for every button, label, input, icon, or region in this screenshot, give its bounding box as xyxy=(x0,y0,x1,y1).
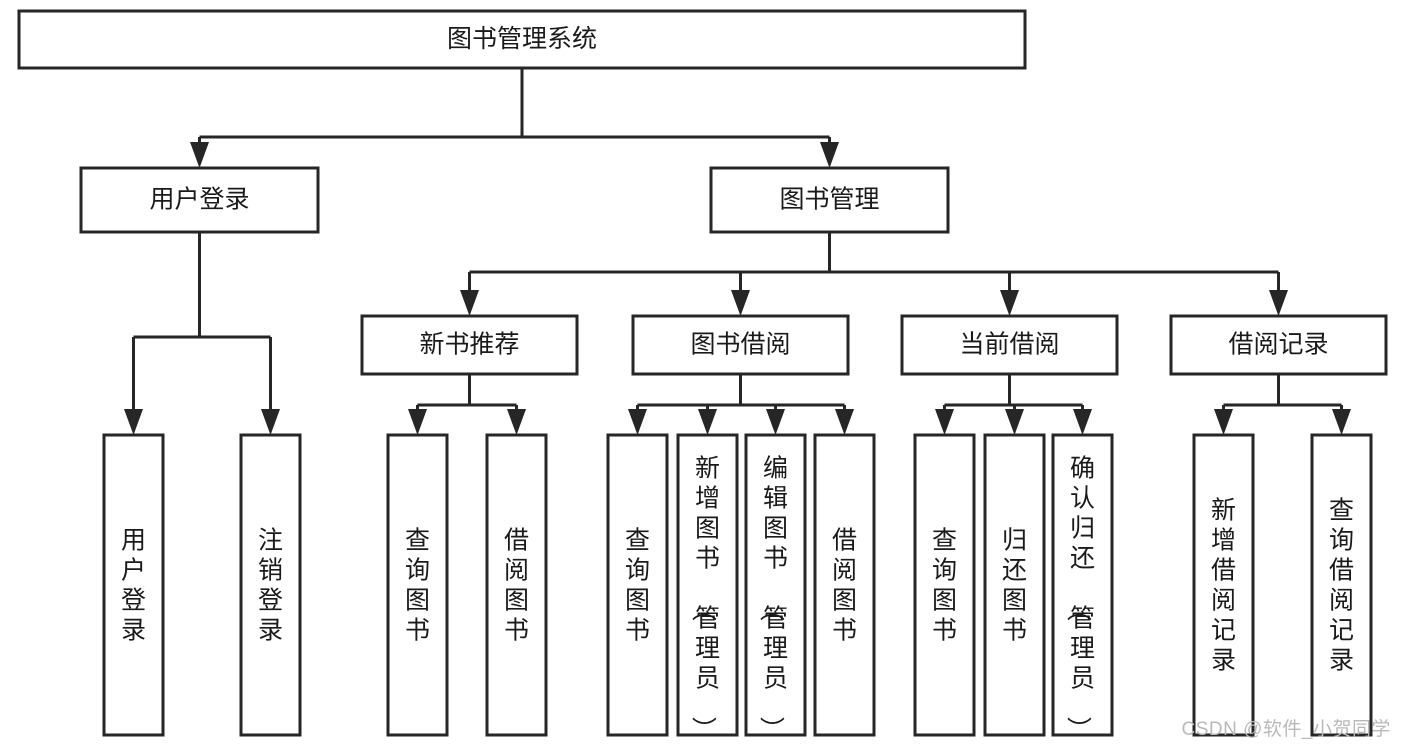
node-box xyxy=(631,314,850,376)
node-box xyxy=(102,433,165,737)
node-label: 注销登录 xyxy=(258,526,283,644)
arrow-head-icon xyxy=(935,409,954,435)
node-leaf_6[interactable]: 编辑图书（管理员） xyxy=(744,433,807,741)
node-box xyxy=(606,433,669,737)
node-box xyxy=(79,166,320,234)
node-label: 图书管理 xyxy=(779,186,879,214)
node-l3_0[interactable]: 新书推荐 xyxy=(360,314,579,376)
node-l3_1[interactable]: 图书借阅 xyxy=(631,314,850,376)
arrow-head-icon xyxy=(408,409,427,435)
arrow-head-icon xyxy=(731,290,750,316)
arrow-head-icon xyxy=(507,409,526,435)
node-box xyxy=(1051,433,1114,737)
node-box xyxy=(900,314,1119,376)
node-l3_3[interactable]: 借阅记录 xyxy=(1169,314,1388,376)
node-label: 归还图书 xyxy=(1002,526,1027,644)
node-box xyxy=(1192,433,1255,737)
node-label: 借阅图书 xyxy=(832,526,857,644)
node-label: 当前借阅 xyxy=(959,331,1059,359)
node-box xyxy=(983,433,1046,737)
arrow-head-icon xyxy=(1214,409,1233,435)
node-leaf_5[interactable]: 新增图书（管理员） xyxy=(676,433,739,741)
arrow-head-icon xyxy=(124,409,143,435)
node-leaf_4[interactable]: 查询图书 xyxy=(606,433,669,737)
arrow-head-icon xyxy=(766,409,785,435)
node-label: 新增借阅记录 xyxy=(1211,496,1236,674)
node-label: 确认归还（管理员） xyxy=(1064,454,1095,741)
arrow-head-icon xyxy=(1269,290,1288,316)
node-label: 用户登录 xyxy=(149,186,249,214)
node-leaf_9[interactable]: 归还图书 xyxy=(983,433,1046,737)
node-box xyxy=(1310,433,1373,737)
arrow-head-icon xyxy=(460,290,479,316)
node-box xyxy=(744,433,807,737)
node-box xyxy=(386,433,449,737)
node-leaf_10[interactable]: 确认归还（管理员） xyxy=(1051,433,1114,741)
node-root[interactable]: 图书管理系统 xyxy=(17,9,1027,70)
node-box xyxy=(17,9,1027,70)
node-label: 图书管理系统 xyxy=(447,25,597,53)
arrow-head-icon xyxy=(1005,409,1024,435)
node-label: 新增图书（管理员） xyxy=(689,454,720,741)
node-label: 图书借阅 xyxy=(690,331,790,359)
node-label: 用户登录 xyxy=(121,526,146,644)
arrow-head-icon xyxy=(1000,290,1019,316)
arrow-head-icon xyxy=(628,409,647,435)
node-leaf_0[interactable]: 用户登录 xyxy=(102,433,165,737)
arrow-head-icon xyxy=(698,409,717,435)
node-leaf_2[interactable]: 查询图书 xyxy=(386,433,449,737)
node-box xyxy=(360,314,579,376)
node-label: 查询图书 xyxy=(405,526,430,644)
arrow-head-icon xyxy=(1332,409,1351,435)
node-box xyxy=(239,433,302,737)
node-label: 查询借阅记录 xyxy=(1329,496,1354,674)
node-box xyxy=(676,433,739,737)
node-leaf_12[interactable]: 查询借阅记录 xyxy=(1310,433,1373,737)
node-box xyxy=(913,433,976,737)
node-box xyxy=(485,433,548,737)
arrow-head-icon xyxy=(1073,409,1092,435)
node-label: 借阅图书 xyxy=(504,526,529,644)
node-label: 查询图书 xyxy=(932,526,957,644)
arrow-head-icon xyxy=(820,142,839,168)
connector-layer xyxy=(124,68,1351,435)
node-box xyxy=(813,433,876,737)
node-leaf_8[interactable]: 查询图书 xyxy=(913,433,976,737)
node-box xyxy=(709,166,950,234)
node-label: 编辑图书（管理员） xyxy=(757,454,788,741)
node-box xyxy=(1169,314,1388,376)
node-label: 新书推荐 xyxy=(419,331,519,359)
node-layer: 图书管理系统用户登录图书管理新书推荐图书借阅当前借阅借阅记录用户登录注销登录查询… xyxy=(17,9,1388,741)
node-label: 查询图书 xyxy=(625,526,650,644)
node-label: 借阅记录 xyxy=(1228,331,1328,359)
arrow-head-icon xyxy=(190,142,209,168)
node-leaf_1[interactable]: 注销登录 xyxy=(239,433,302,737)
arrow-head-icon xyxy=(835,409,854,435)
arrow-head-icon xyxy=(261,409,280,435)
node-leaf_3[interactable]: 借阅图书 xyxy=(485,433,548,737)
node-l2_0[interactable]: 用户登录 xyxy=(79,166,320,234)
node-l3_2[interactable]: 当前借阅 xyxy=(900,314,1119,376)
node-l2_1[interactable]: 图书管理 xyxy=(709,166,950,234)
node-leaf_7[interactable]: 借阅图书 xyxy=(813,433,876,737)
node-leaf_11[interactable]: 新增借阅记录 xyxy=(1192,433,1255,737)
